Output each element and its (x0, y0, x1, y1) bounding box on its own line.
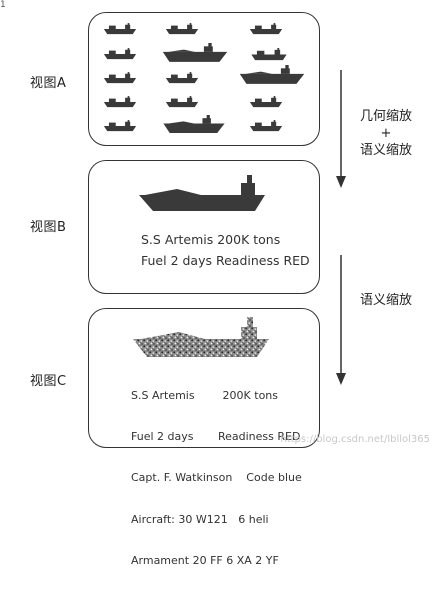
ship-icon (162, 43, 228, 62)
view-c-line4: Aircraft: 30 W121 6 heli (131, 512, 269, 526)
view-b-label: 视图B (30, 220, 67, 235)
view-c-label: 视图C (30, 374, 67, 389)
arrow-1-line1: 几何缩放 (359, 109, 412, 124)
ship-icon (249, 23, 283, 35)
down-arrow-1 (336, 70, 346, 188)
view-a-panel (88, 12, 320, 146)
ship-icon (165, 96, 199, 108)
ship-icon (103, 72, 137, 84)
arrow-1-plus: + (380, 126, 392, 141)
view-c-line5: Armament 20 FF 6 XA 2 YF (131, 554, 279, 568)
view-c-line1: S.S Artemis 200K tons (131, 388, 279, 402)
view-b-line2: Fuel 2 days Readiness RED (141, 253, 310, 268)
view-a-label: 视图A (30, 76, 67, 91)
ship-icon (103, 48, 137, 60)
view-c-info: S.S Artemis 200K tons Fuel 2 days Readin… (131, 361, 302, 596)
watermark: https://blog.csdn.net/lbllol365 (280, 434, 430, 445)
ship-icon (103, 120, 137, 132)
corner-mark: 1 (0, 0, 6, 10)
arrow-1-line2: 语义缩放 (359, 143, 412, 158)
ship-icon (165, 23, 199, 35)
view-c-line3: Capt. F. Watkinson Code blue (131, 471, 302, 485)
ship-icon (103, 23, 137, 35)
ship-icon (249, 120, 283, 132)
ship-icon (251, 48, 287, 61)
ship-icon (249, 96, 283, 108)
ship-icon (139, 175, 265, 211)
ship-icon (239, 65, 305, 84)
view-b-line1: S.S Artemis 200K tons (141, 232, 281, 247)
view-c-line2: Fuel 2 days Readiness RED (131, 429, 301, 443)
ship-icon (163, 115, 225, 133)
view-b-info: S.S Artemis 200K tons Fuel 2 days Readin… (141, 229, 331, 271)
arrow-2-label: 语义缩放 (352, 292, 420, 309)
view-c-panel: S.S Artemis 200K tons Fuel 2 days Readin… (88, 308, 320, 567)
down-arrow-2 (336, 255, 346, 385)
ship-icon (103, 96, 137, 108)
ship-fleet-graphic (103, 23, 305, 133)
ship-icon (165, 72, 199, 84)
arrow-2-line1: 语义缩放 (359, 293, 412, 308)
detailed-ship-icon (133, 317, 269, 357)
arrow-1-label: 几何缩放 + 语义缩放 (352, 108, 420, 159)
view-b-panel: S.S Artemis 200K tons Fuel 2 days Readin… (88, 160, 320, 294)
